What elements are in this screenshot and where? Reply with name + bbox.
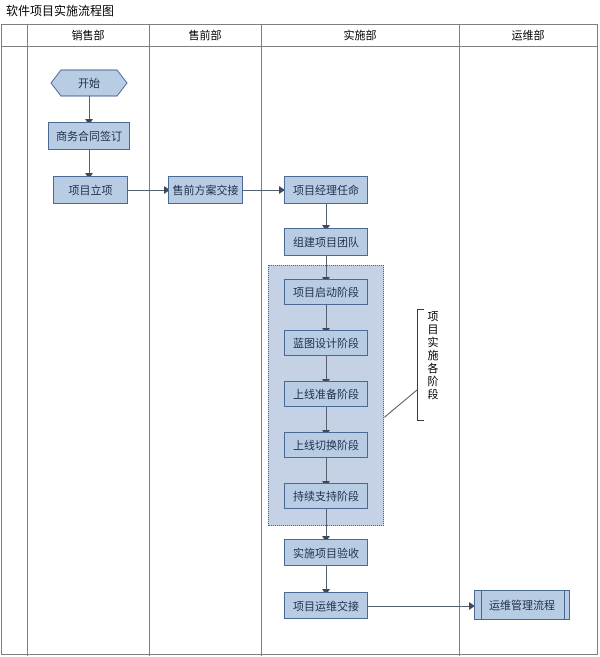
connector-start-to-contract <box>89 96 90 122</box>
node-pm-appointment[interactable]: 项目经理任命 <box>284 176 368 204</box>
node-contract-signing[interactable]: 商务合同签订 <box>48 122 130 150</box>
node-phase-kickoff[interactable]: 项目启动阶段 <box>284 279 368 305</box>
node-start-label: 开始 <box>78 78 100 90</box>
connector-team-to-phase1 <box>326 256 327 280</box>
lane-header-sales: 销售部 <box>71 30 105 42</box>
node-phase-blueprint[interactable]: 蓝图设计阶段 <box>284 330 368 356</box>
node-project-acceptance[interactable]: 实施项目验收 <box>284 539 368 566</box>
connector-contract-to-initiation <box>89 150 90 176</box>
connector-initiation-to-handover <box>128 190 167 191</box>
annotation-char-6: 段 <box>427 389 439 401</box>
lane-divider-3 <box>459 25 460 656</box>
arrowhead-pm <box>279 186 285 194</box>
node-phase-golive-prep[interactable]: 上线准备阶段 <box>284 381 368 407</box>
annotation-char-2: 实 <box>427 337 439 349</box>
connector-handover-to-pm <box>243 190 282 191</box>
arrowhead-handover <box>164 186 170 194</box>
connector-phase2-to-phase3 <box>326 356 327 382</box>
predefined-process-left-bar <box>481 591 482 619</box>
arrowhead-opsprocess <box>469 602 475 610</box>
lane-divider-0 <box>27 25 28 656</box>
lane-divider-1 <box>149 25 150 656</box>
connector-phase4-to-phase5 <box>326 458 327 484</box>
node-start[interactable]: 开始 <box>50 69 128 97</box>
node-presales-handover[interactable]: 售前方案交接 <box>168 176 243 204</box>
annotation-char-3: 施 <box>427 350 439 362</box>
annotation-char-4: 各 <box>427 363 439 375</box>
node-ops-handover[interactable]: 项目运维交接 <box>284 592 368 619</box>
page-title: 软件项目实施流程图 <box>6 4 115 18</box>
annotation-label: 项 目 实 施 各 阶 段 <box>426 311 440 402</box>
lane-header-implementation: 实施部 <box>343 30 377 42</box>
connector-acceptance-to-opshandover <box>326 566 327 592</box>
lane-divider-2 <box>261 25 262 656</box>
annotation-bracket <box>417 309 424 421</box>
node-project-initiation[interactable]: 项目立项 <box>53 176 128 204</box>
predefined-process-right-bar <box>564 591 565 619</box>
annotation-char-5: 阶 <box>427 376 439 388</box>
connector-phase3-to-phase4 <box>326 407 327 433</box>
swimlane-header-row <box>2 25 597 47</box>
connector-opshandover-to-opsprocess <box>368 606 472 607</box>
lane-header-operations: 运维部 <box>511 30 545 42</box>
connector-phase1-to-phase2 <box>326 305 327 331</box>
node-phase-continuous-support[interactable]: 持续支持阶段 <box>284 483 368 509</box>
node-ops-management-process[interactable]: 运维管理流程 <box>474 590 570 620</box>
connector-pm-to-team <box>326 204 327 228</box>
swimlane-table: 销售部 售前部 实施部 运维部 <box>1 24 598 656</box>
annotation-char-0: 项 <box>427 311 439 323</box>
annotation-char-1: 目 <box>427 324 439 336</box>
connector-phase5-to-acceptance <box>326 509 327 539</box>
node-ops-management-process-label: 运维管理流程 <box>489 600 555 612</box>
node-team-formation[interactable]: 组建项目团队 <box>284 228 368 256</box>
node-phase-golive-switch[interactable]: 上线切换阶段 <box>284 432 368 458</box>
lane-header-presales: 售前部 <box>188 30 222 42</box>
